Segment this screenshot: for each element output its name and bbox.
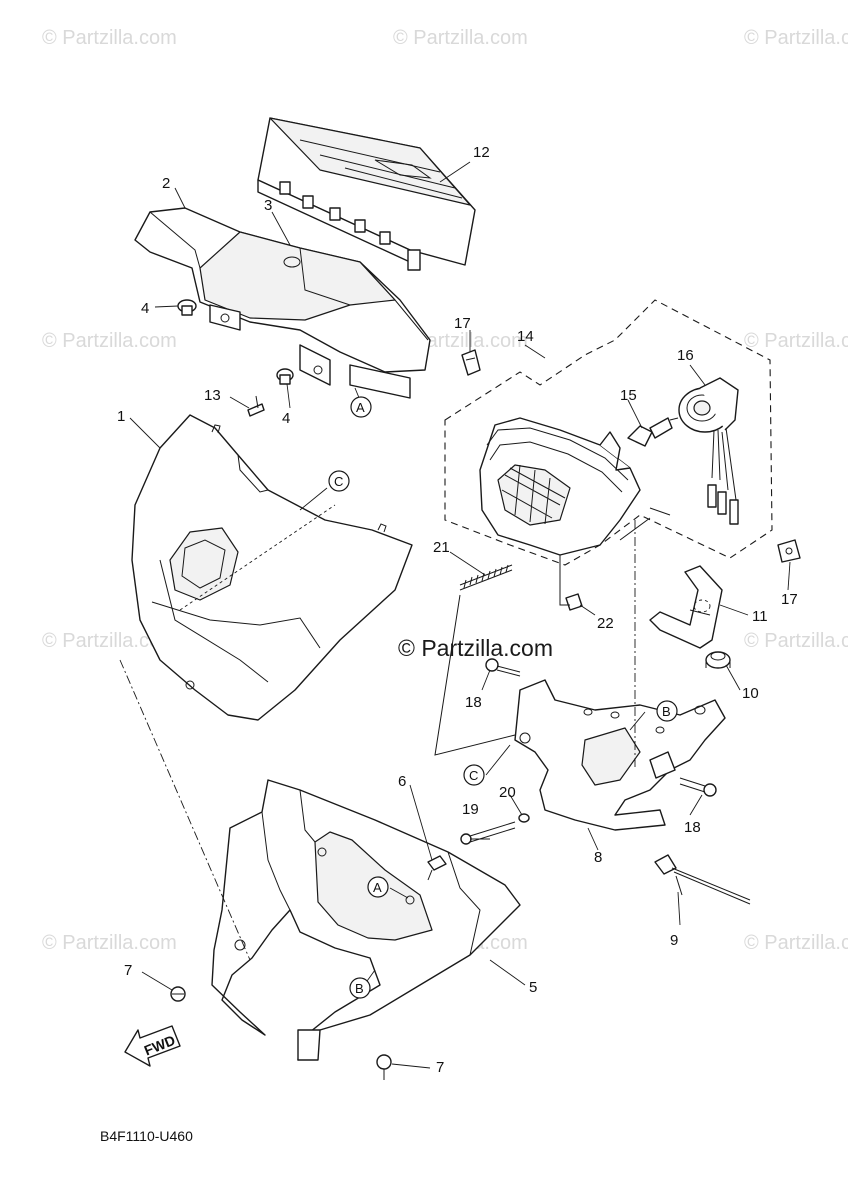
callout-18-lower: 18: [684, 819, 701, 836]
callout-7-bottom: 7: [436, 1059, 444, 1076]
bulb-15: [627, 417, 679, 447]
callout-20: 20: [499, 784, 516, 801]
watermark-middle-left: © Partzilla.com: [42, 630, 177, 652]
nut-22: [565, 593, 583, 611]
lower-cowling: [211, 779, 521, 1061]
rivet-7-bottom: [376, 1054, 392, 1080]
screw-13: [247, 395, 265, 417]
callout-2: 2: [162, 175, 170, 192]
watermark-lower-right: © Partzilla.com: [744, 932, 848, 954]
callout-1: 1: [117, 408, 125, 425]
ref-mark-c-upper: C: [328, 470, 350, 492]
callout-11: 11: [752, 608, 768, 625]
callout-4-lower: 4: [282, 410, 290, 427]
reference-marks: A C B C A B: [328, 396, 678, 999]
callout-21: 21: [433, 539, 450, 556]
callout-14: 14: [517, 328, 534, 345]
watermark-lower-left: © Partzilla.com: [42, 932, 177, 954]
leader-lines: [129, 161, 791, 1069]
watermark-upper-right: © Partzilla.com: [744, 330, 848, 352]
ref-mark-b-lower: B: [349, 977, 371, 999]
callout-16: 16: [677, 347, 694, 364]
svg-text:B: B: [355, 981, 364, 996]
ref-mark-c-lower: C: [463, 764, 485, 786]
headlight-stay-8: [514, 679, 726, 831]
bolt-19: [460, 821, 516, 845]
watermark-center: © Partzilla.com: [398, 635, 553, 661]
watermark-upper-left: © Partzilla.com: [42, 330, 177, 352]
svg-text:B: B: [662, 704, 671, 719]
ref-mark-a-lower: A: [367, 876, 389, 898]
rivet-7-left: [170, 986, 186, 1002]
meter-assembly: [257, 117, 476, 271]
watermark-middle-right: © Partzilla.com: [744, 630, 848, 652]
watermark-top-left: © Partzilla.com: [42, 27, 177, 49]
reference-lines: [119, 507, 671, 961]
ref-mark-b-right: B: [656, 700, 678, 722]
callout-6: 6: [398, 773, 406, 790]
svg-text:A: A: [356, 400, 365, 415]
callout-5: 5: [529, 979, 537, 996]
callout-9: 9: [670, 932, 678, 949]
spring-21: [459, 564, 513, 591]
callout-10: 10: [742, 685, 759, 702]
cable-tie-9: [654, 854, 751, 905]
headlight-unit: [479, 417, 641, 556]
socket-16: [678, 377, 739, 525]
headlight-assembly-outline: [444, 299, 773, 566]
callout-15: 15: [620, 387, 637, 404]
grommet-10: [705, 651, 731, 669]
callout-4-upper: 4: [141, 300, 149, 317]
bolt-18-upper: [485, 658, 521, 677]
svg-text:A: A: [373, 880, 382, 895]
svg-text:C: C: [334, 474, 343, 489]
callout-19: 19: [462, 801, 479, 818]
front-cowling: [131, 414, 413, 721]
callout-7-left: 7: [124, 962, 132, 979]
grommet-4-upper: [177, 299, 197, 316]
diagram-code: B4F1110-U460: [100, 1128, 193, 1144]
callout-13: 13: [204, 387, 221, 404]
clip-17-lower: [777, 539, 801, 563]
callout-numbers: 12 2 3 4 4 13 1 5 6 7 7 8 9 10 11 14 15 …: [117, 144, 798, 1076]
watermark-top-right: © Partzilla.com: [744, 27, 848, 49]
screw-6: [427, 855, 447, 881]
svg-text:C: C: [469, 768, 478, 783]
forward-arrow: FWD: [124, 1025, 181, 1067]
callout-12: 12: [473, 144, 490, 161]
callout-17-upper: 17: [454, 315, 471, 332]
ref-mark-a-upper: A: [350, 396, 372, 418]
meter-panel: [134, 207, 431, 399]
callout-17-lower: 17: [781, 591, 798, 608]
bolt-18-lower: [679, 777, 717, 797]
bracket-11: [649, 565, 723, 649]
callout-22: 22: [597, 615, 614, 632]
washer-20: [518, 813, 530, 823]
callout-8: 8: [594, 849, 602, 866]
watermarks: © Partzilla.com © Partzilla.com © Partzi…: [42, 27, 848, 954]
grommet-4-lower: [276, 368, 294, 385]
callout-18-upper: 18: [465, 694, 482, 711]
watermark-top-center: © Partzilla.com: [393, 27, 528, 49]
callout-3: 3: [264, 197, 272, 214]
clip-17-upper: [461, 349, 481, 376]
